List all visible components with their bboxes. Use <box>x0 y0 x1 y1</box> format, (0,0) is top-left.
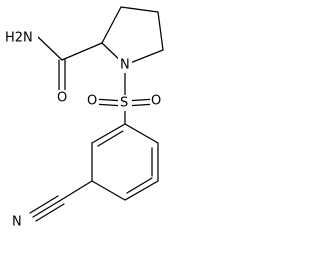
pyrrolidine-ring <box>101 6 164 66</box>
bond-nitrile-triple-3 <box>35 203 65 222</box>
atom-labels: H2N O N S O O N <box>5 31 161 230</box>
sulfur-label: S <box>120 96 128 111</box>
chemical-structure-diagram: H2N O N S O O N <box>4 6 164 230</box>
sulfonyl-oxygen-right-label: O <box>151 94 161 109</box>
benzene-ring <box>91 123 159 201</box>
bond-ar1-ar2 <box>91 123 126 144</box>
ring-nitrogen-label: N <box>120 58 130 73</box>
carboxamide-group <box>37 36 103 91</box>
bond-ar3-ar4 <box>91 180 126 201</box>
carbonyl-oxygen-label: O <box>57 91 67 106</box>
bond-c2-c3 <box>101 6 122 44</box>
bond-carbonyl-c-nh2 <box>37 36 63 61</box>
sulfonyl-group <box>92 64 157 125</box>
bond-ar4-ar5 <box>124 180 159 201</box>
bond-ar-inner-bottom-right <box>126 177 153 194</box>
amide-nh2-label: H2N <box>5 31 33 46</box>
nitrile-group <box>29 180 93 222</box>
sulfonyl-oxygen-left-label: O <box>87 94 97 109</box>
bond-nitrile-triple-2 <box>29 195 59 214</box>
bond-ar6-ar1 <box>124 123 159 144</box>
bond-ar-inner-left-top <box>97 130 124 147</box>
bond-nitrile-triple-1 <box>32 199 62 218</box>
bond-c3-c4 <box>120 6 159 13</box>
atom-label-masks <box>4 29 163 230</box>
bond-c2-carbonyl-c <box>61 42 103 61</box>
bond-ar3-nitrile-c <box>60 180 93 201</box>
nitrile-nitrogen-label: N <box>12 215 22 230</box>
bond-c4-c5 <box>157 11 164 51</box>
